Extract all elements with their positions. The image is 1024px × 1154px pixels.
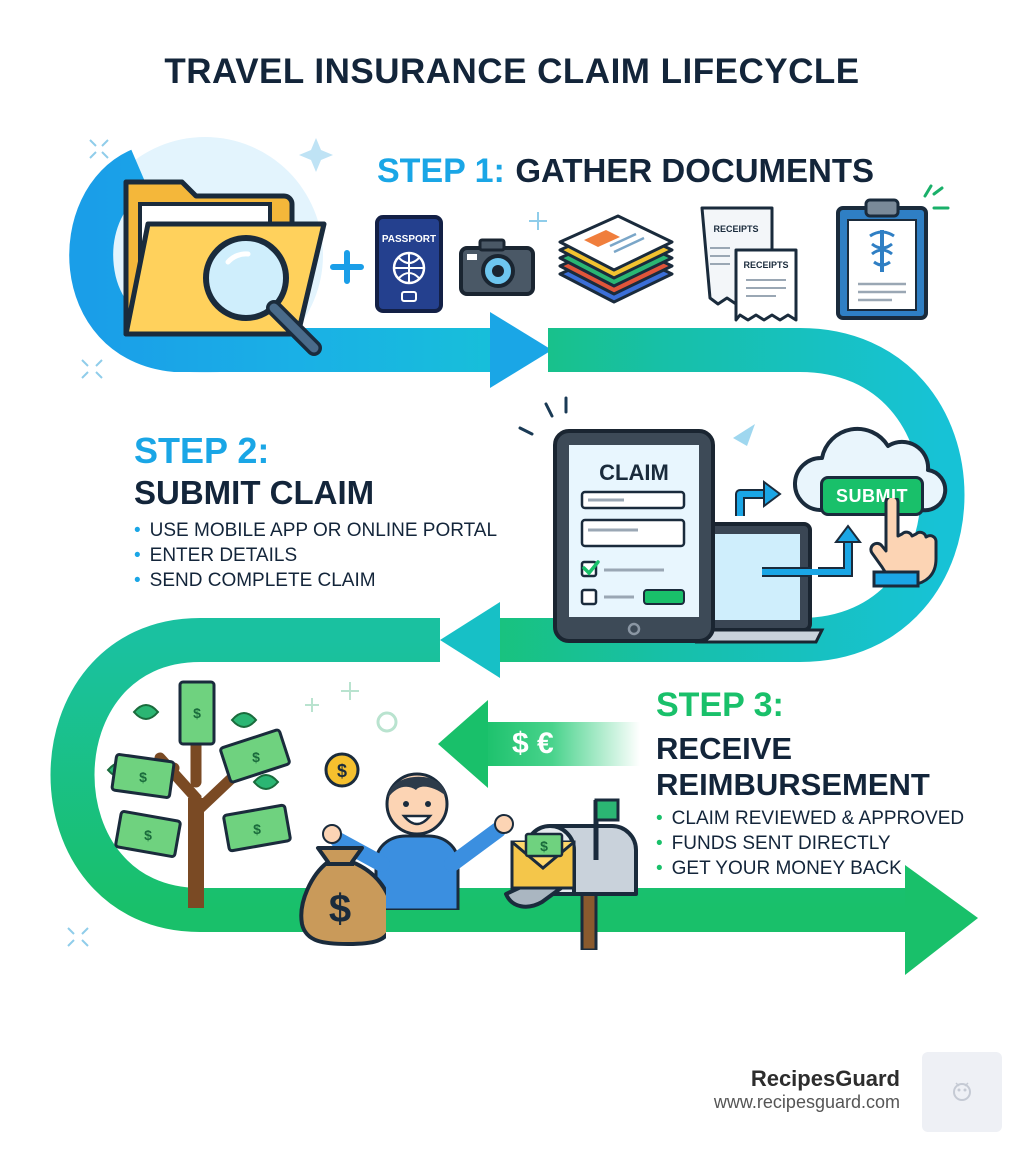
tablet-claim-heading: CLAIM: [599, 460, 669, 485]
path-segment-3: [50, 618, 920, 932]
step2-bullet: USE MOBILE APP OR ONLINE PORTAL: [134, 518, 497, 543]
path-segment-1: [69, 149, 500, 372]
receipt-text-front: RECEIPTS: [743, 260, 788, 270]
step3-label: STEP 3:: [656, 686, 784, 724]
step2-bullets: USE MOBILE APP OR ONLINE PORTAL ENTER DE…: [134, 518, 497, 593]
step3-heading: STEP 3: RECEIVE REIMBURSEMENT: [656, 686, 930, 803]
step2-heading: STEP 2: SUBMIT CLAIM: [134, 430, 374, 512]
plus-icon: [330, 250, 364, 284]
receipts-icon: RECEIPTS RECEIPTS: [700, 206, 798, 322]
brand-name: RecipesGuard: [750, 1066, 900, 1091]
tablet-icon: CLAIM: [553, 429, 715, 643]
page-title: TRAVEL INSURANCE CLAIM LIFECYCLE: [164, 52, 860, 91]
step1-label: STEP 1:: [377, 152, 505, 190]
brand-logo: [922, 1052, 1002, 1132]
step2-bullet: ENTER DETAILS: [134, 543, 497, 568]
step1-heading: STEP 1: GATHER DOCUMENTS: [377, 152, 874, 191]
step2-name: SUBMIT CLAIM: [134, 474, 375, 511]
passport-icon: PASSPORT: [375, 215, 443, 313]
step2-bullet: SEND COMPLETE CLAIM: [134, 568, 497, 593]
upload-arrows: [735, 480, 862, 577]
brand-url[interactable]: www.recipesguard.com: [713, 1092, 900, 1112]
arrow-head-1: [490, 312, 552, 388]
laptop-icon: [690, 522, 825, 644]
step3-bullet: CLAIM REVIEWED & APPROVED: [656, 806, 964, 831]
arrow-head-3: [905, 865, 978, 975]
svg-text:$: $: [139, 769, 147, 785]
step3-name-line2: REIMBURSEMENT: [656, 767, 930, 802]
svg-text:$: $: [193, 705, 201, 721]
cash-arrow-band: [480, 722, 640, 766]
step3-bullet: GET YOUR MONEY BACK: [656, 856, 964, 881]
money-tree-icon: $ $ $ $ $: [106, 680, 292, 908]
step2-label: STEP 2:: [134, 430, 270, 471]
passport-text: PASSPORT: [382, 234, 436, 245]
receipt-text-back: RECEIPTS: [713, 224, 758, 234]
svg-text:$: $: [329, 887, 351, 931]
pointing-hand-icon: [869, 498, 938, 588]
svg-text:$: $: [253, 821, 261, 837]
happy-person-icon: $: [322, 752, 514, 910]
money-bag-icon: $: [299, 846, 386, 946]
brand-block: RecipesGuard www.recipesguard.com: [714, 1066, 900, 1113]
svg-text:$: $: [540, 838, 548, 854]
document-stack-icon: [558, 214, 674, 304]
step3-bullet: FUNDS SENT DIRECTLY: [656, 831, 964, 856]
cash-arrow-head: [438, 700, 488, 788]
folder-magnifier-icon: [123, 179, 327, 356]
step3-name-line1: RECEIVE: [656, 731, 793, 766]
medical-clipboard-icon: [836, 198, 928, 320]
svg-text:$: $: [144, 827, 152, 843]
arrow-head-2: [440, 602, 500, 678]
brand-logo-icon: [953, 1082, 971, 1101]
step3-bullets: CLAIM REVIEWED & APPROVED FUNDS SENT DIR…: [656, 806, 964, 881]
mailbox-icon: $: [504, 798, 638, 950]
step1-name: GATHER DOCUMENTS: [515, 152, 875, 189]
currency-symbols: $ €: [512, 727, 554, 760]
camera-icon: [459, 238, 535, 296]
svg-text:$: $: [252, 749, 260, 765]
svg-text:$: $: [337, 761, 347, 781]
